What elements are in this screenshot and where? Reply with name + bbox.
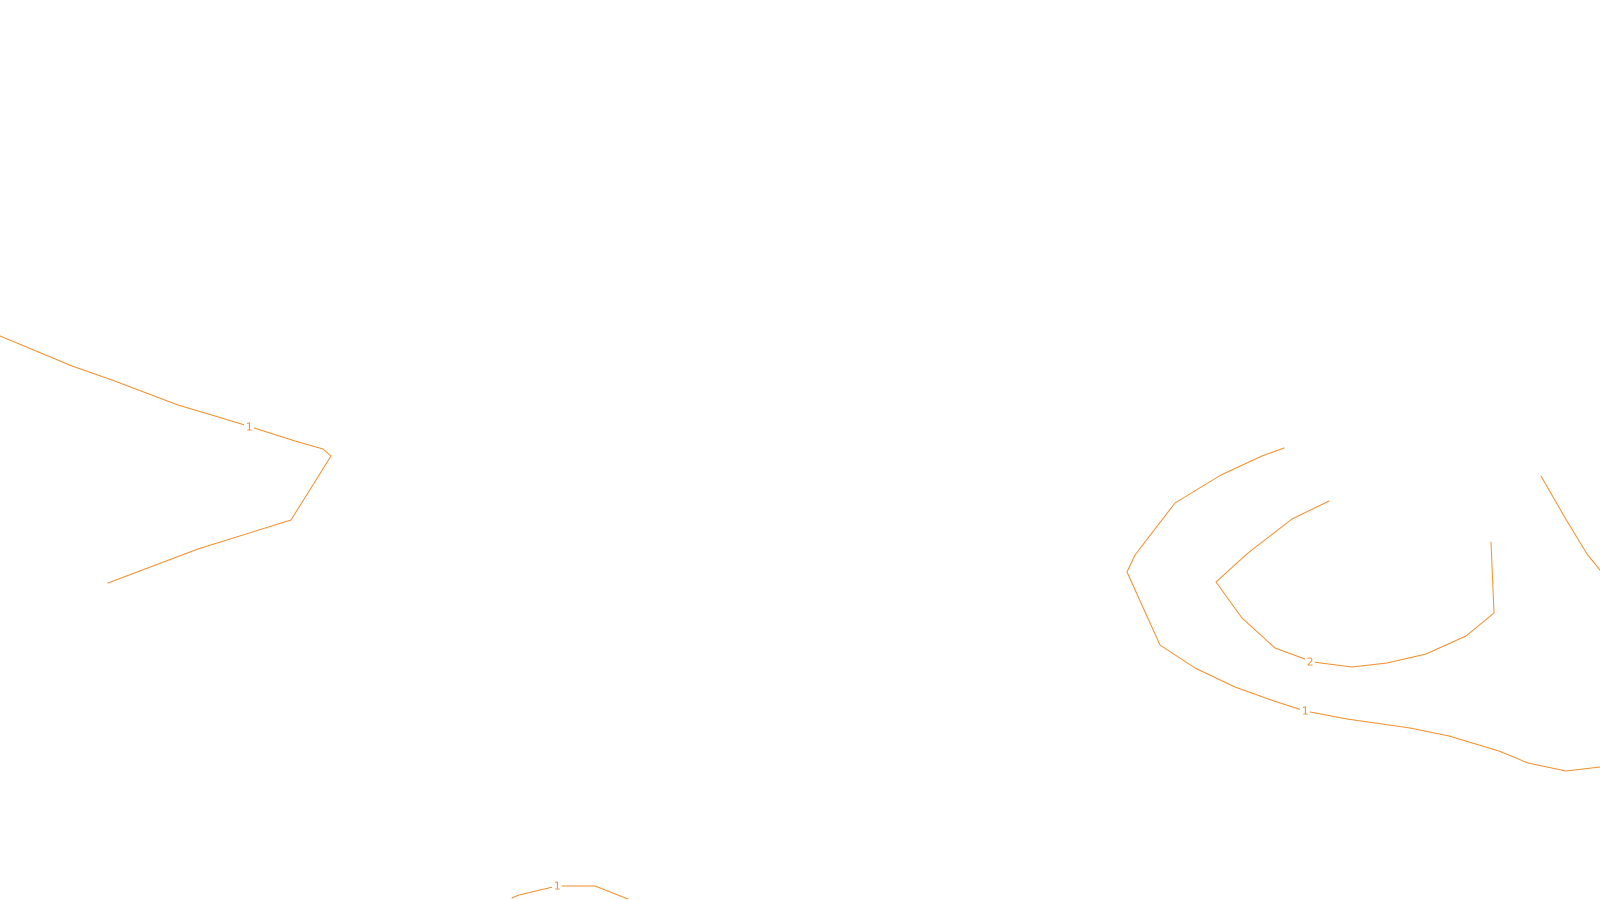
contour-level-label: 1 [246,421,253,434]
contour-5 [1540,475,1600,571]
contour-line [1126,447,1600,772]
contour-level-label: 1 [554,880,561,893]
contour-line [511,885,629,900]
contour-3: 2 [1215,500,1495,669]
contour-label-background [552,880,562,892]
contour-label-background [1305,656,1315,668]
contour-line [1215,500,1495,668]
contour-level-label: 1 [1302,705,1309,718]
contour-1: 1 [0,335,332,584]
contour-line [1540,475,1600,571]
contour-line [0,335,332,584]
contour-layer: 1 1 2 1 [0,335,1600,900]
contour-2: 1 [1126,447,1600,772]
contour-level-label: 2 [1307,656,1314,669]
contour-label-background [244,421,254,433]
contour-label-background [1300,705,1310,717]
contour-4: 1 [511,880,629,900]
